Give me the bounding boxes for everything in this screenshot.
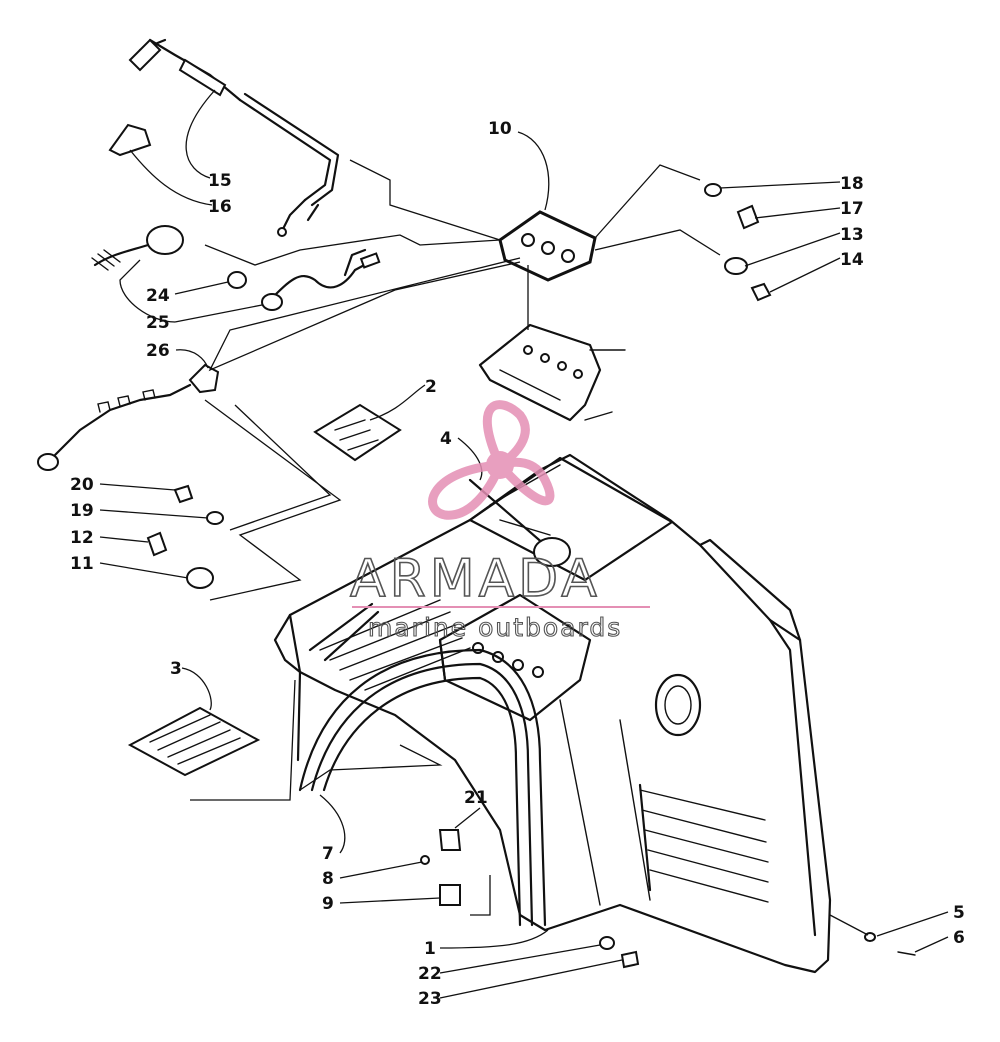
hood-assembly (273, 453, 832, 974)
callout-22: 22 (418, 964, 442, 984)
nut-14 (750, 282, 772, 302)
cable-bracket (108, 123, 152, 157)
callout-9: 9 (322, 894, 334, 914)
windshield-trim (298, 648, 547, 927)
callout-21: 21 (464, 788, 488, 808)
washer-22 (599, 936, 615, 950)
callout-26: 26 (146, 341, 170, 361)
panel-detail (478, 323, 626, 422)
instrument-bezel (498, 210, 597, 282)
callout-13: 13 (840, 225, 864, 245)
clip-21 (438, 829, 462, 851)
callout-19: 19 (70, 501, 94, 521)
hardware-parts (146, 183, 916, 969)
callout-11: 11 (70, 554, 94, 574)
callout-14: 14 (840, 250, 864, 270)
callout-24: 24 (146, 286, 170, 306)
callout-16: 16 (208, 197, 232, 217)
callout-15: 15 (208, 171, 232, 191)
callout-7: 7 (322, 844, 334, 864)
screw-23 (620, 950, 640, 969)
propeller-logo-icon (428, 400, 555, 520)
switch-11 (186, 567, 214, 589)
switch-12 (146, 531, 168, 557)
bolt-20 (173, 484, 194, 504)
decal-plate-2 (313, 403, 402, 462)
callout-4: 4 (440, 429, 452, 449)
callout-1: 1 (424, 939, 436, 959)
bracket-9 (439, 884, 461, 906)
washer-19 (206, 511, 224, 525)
safety-lanyard (37, 363, 220, 471)
watermark-tagline: marine outboards (368, 613, 622, 642)
callout-3: 3 (170, 659, 182, 679)
screw-6 (897, 951, 916, 956)
callout-10: 10 (488, 119, 512, 139)
callout-25: 25 (146, 313, 170, 333)
callout-2: 2 (425, 377, 437, 397)
switch-harness (91, 225, 381, 311)
screw-17 (736, 204, 760, 230)
rivet-8 (420, 855, 430, 865)
callout-20: 20 (70, 475, 94, 495)
washer-13 (724, 257, 748, 275)
callout-18: 18 (840, 174, 864, 194)
armada-watermark: ARMADA marine outboards (349, 400, 650, 643)
callout-17: 17 (840, 199, 864, 219)
watermark-brand: ARMADA (350, 549, 601, 609)
assembly-brackets (190, 159, 721, 916)
callout-numbers: 10 15 16 18 17 13 14 24 25 26 2 4 20 19 … (70, 119, 965, 1009)
callout-23: 23 (418, 989, 442, 1009)
washer-18 (704, 183, 722, 197)
callout-leaders (99, 89, 949, 999)
callout-5: 5 (953, 903, 965, 923)
callout-12: 12 (70, 528, 94, 548)
throttle-cable (128, 38, 340, 237)
decal-plate-3 (127, 706, 261, 777)
callout-6: 6 (953, 928, 965, 948)
callout-8: 8 (322, 869, 334, 889)
